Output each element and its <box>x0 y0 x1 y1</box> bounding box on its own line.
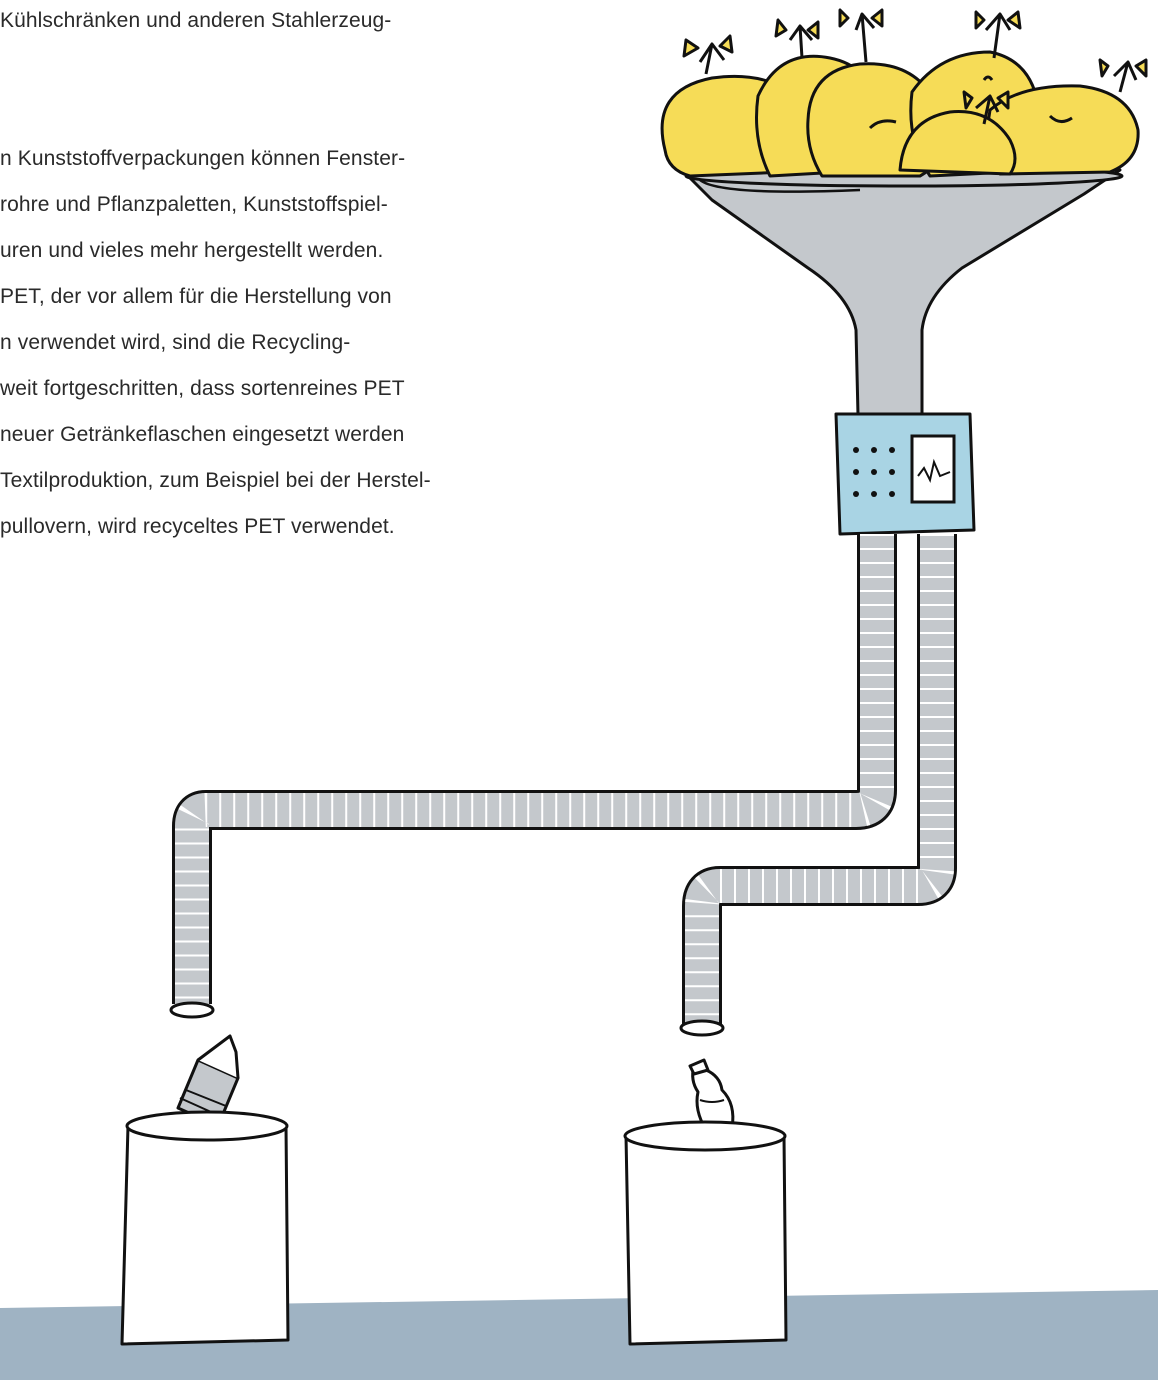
hose-icon <box>171 534 937 1035</box>
control-box-icon <box>836 414 974 534</box>
garbage-bag-icon <box>662 10 1146 176</box>
funnel-icon <box>686 166 1122 415</box>
